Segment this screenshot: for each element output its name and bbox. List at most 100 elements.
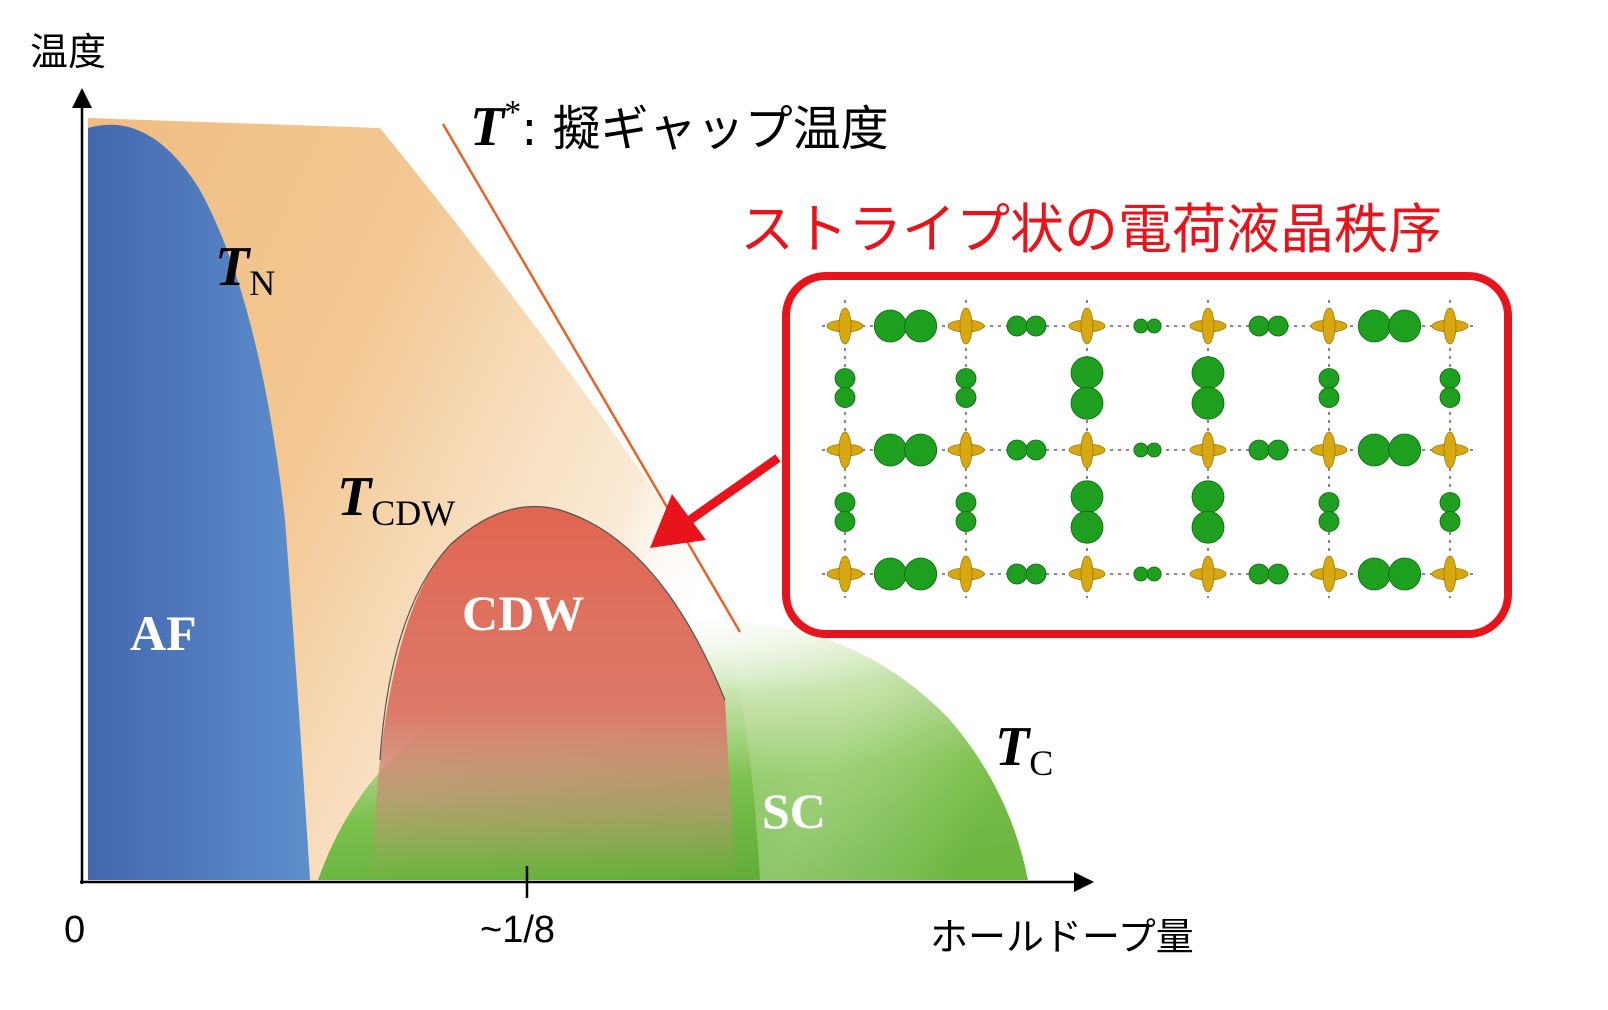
o-p-orbital-lobe bbox=[1357, 309, 1391, 343]
tn-label: TN bbox=[215, 236, 275, 303]
tn-sub: N bbox=[249, 263, 275, 303]
tc-t: T bbox=[995, 716, 1032, 778]
o-p-orbital-lobe bbox=[955, 511, 977, 532]
d-orbital-lobe bbox=[1201, 431, 1215, 469]
o-p-orbital-lobe bbox=[1439, 368, 1461, 389]
o-p-orbital-lobe bbox=[834, 511, 856, 532]
o-p-orbital-lobe bbox=[873, 309, 907, 343]
o-p-orbital-lobe bbox=[1146, 442, 1162, 458]
o-p-orbital-lobe bbox=[1191, 510, 1225, 544]
tcdw-sub: CDW bbox=[371, 493, 455, 533]
x-axis-label: ホールドープ量 bbox=[930, 915, 1194, 959]
o-p-orbital-lobe bbox=[1318, 387, 1340, 408]
cu-d-orbital bbox=[1431, 307, 1469, 345]
cdw-label: CDW bbox=[462, 585, 584, 641]
d-orbital-lobe bbox=[1201, 307, 1215, 345]
o-p-orbital-lobe bbox=[1357, 557, 1391, 591]
o-p-orbital-lobe bbox=[1146, 566, 1162, 582]
o-p-orbital-lobe bbox=[1439, 492, 1461, 513]
o-p-orbital-lobe bbox=[1191, 356, 1225, 390]
cu-d-orbital bbox=[1189, 307, 1227, 345]
pointer-arrow-head bbox=[650, 494, 706, 548]
o-p-orbital-lobe bbox=[1388, 557, 1422, 591]
d-orbital-lobe bbox=[1443, 431, 1457, 469]
o-p-orbital-lobe bbox=[1439, 511, 1461, 532]
o-p-orbital-lobe bbox=[1146, 318, 1162, 334]
d-orbital-lobe bbox=[1080, 431, 1094, 469]
cu-d-orbital bbox=[1068, 307, 1106, 345]
cu-d-orbital bbox=[1068, 431, 1106, 469]
d-orbital-lobe bbox=[959, 431, 973, 469]
cu-d-orbital bbox=[1310, 431, 1348, 469]
o-p-orbital-lobe bbox=[1025, 563, 1047, 585]
pseudogap-line bbox=[441, 123, 742, 633]
tstar-label: T*: 擬ギャップ温度 bbox=[470, 94, 889, 158]
o-p-orbital-lobe bbox=[1267, 439, 1289, 461]
tc-sub: C bbox=[1029, 743, 1053, 783]
cu-d-orbital bbox=[826, 307, 864, 345]
pointer-arrow-line bbox=[687, 454, 781, 524]
o-p-orbital-lobe bbox=[1267, 315, 1289, 337]
tstar-sup: * bbox=[504, 94, 521, 131]
o-p-orbital-lobe bbox=[1070, 480, 1104, 514]
cu-d-orbital bbox=[1189, 555, 1227, 593]
cu-d-orbital bbox=[1431, 555, 1469, 593]
x-tick-zero-label: 0 bbox=[64, 909, 85, 951]
o-p-orbital-lobe bbox=[1318, 511, 1340, 532]
o-p-orbital-lobe bbox=[904, 309, 938, 343]
d-orbital-lobe bbox=[1443, 555, 1457, 593]
cdw-boundary bbox=[379, 505, 726, 761]
tcdw-label: TCDW bbox=[337, 466, 455, 533]
cu-d-orbital bbox=[1189, 431, 1227, 469]
o-p-orbital-lobe bbox=[904, 557, 938, 591]
sc-label: SC bbox=[762, 783, 826, 839]
cu-d-orbital bbox=[1310, 307, 1348, 345]
tc-label: TC bbox=[995, 716, 1053, 783]
x-tick-eighth-label: ~1/8 bbox=[480, 909, 555, 951]
cu-d-orbital bbox=[1068, 555, 1106, 593]
o-p-orbital-lobe bbox=[904, 433, 938, 467]
cdw-region bbox=[372, 506, 735, 880]
cu-d-orbital bbox=[947, 555, 985, 593]
cu-d-orbital bbox=[947, 307, 985, 345]
d-orbital-lobe bbox=[838, 431, 852, 469]
o-p-orbital-lobe bbox=[1318, 368, 1340, 389]
cu-d-orbital bbox=[1310, 555, 1348, 593]
o-p-orbital-lobe bbox=[1248, 439, 1270, 461]
d-orbital-lobe bbox=[1080, 555, 1094, 593]
o-p-orbital-lobe bbox=[1133, 318, 1149, 334]
o-p-orbital-lobe bbox=[834, 387, 856, 408]
o-p-orbital-lobe bbox=[1070, 510, 1104, 544]
o-p-orbital-lobe bbox=[955, 492, 977, 513]
d-orbital-lobe bbox=[838, 555, 852, 593]
o-p-orbital-lobe bbox=[873, 557, 907, 591]
o-p-orbital-lobe bbox=[1133, 566, 1149, 582]
o-p-orbital-lobe bbox=[1388, 309, 1422, 343]
o-p-orbital-lobe bbox=[1025, 315, 1047, 337]
o-p-orbital-lobe bbox=[1267, 563, 1289, 585]
y-axis-label: 温度 bbox=[30, 30, 106, 74]
o-p-orbital-lobe bbox=[1006, 439, 1028, 461]
cu-d-orbital bbox=[826, 555, 864, 593]
o-p-orbital-lobe bbox=[1357, 433, 1391, 467]
cu-d-orbital bbox=[1431, 431, 1469, 469]
o-p-orbital-lobe bbox=[1070, 356, 1104, 390]
o-p-orbital-lobe bbox=[1318, 492, 1340, 513]
d-orbital-lobe bbox=[1322, 307, 1336, 345]
o-p-orbital-lobe bbox=[1388, 433, 1422, 467]
stripe-lattice bbox=[822, 300, 1478, 598]
tn-t: T bbox=[215, 236, 252, 298]
sc-region-right-fade bbox=[720, 620, 1028, 880]
o-p-orbital-lobe bbox=[1191, 386, 1225, 420]
o-p-orbital-lobe bbox=[955, 387, 977, 408]
tstar-t: T bbox=[470, 96, 507, 158]
d-orbital-lobe bbox=[1443, 307, 1457, 345]
o-p-orbital-lobe bbox=[1025, 439, 1047, 461]
o-p-orbital-lobe bbox=[1439, 387, 1461, 408]
inset-title: ストライプ状の電荷液晶秩序 bbox=[740, 198, 1442, 261]
pseudogap-label: : 擬ギャップ温度 bbox=[521, 101, 888, 157]
o-p-orbital-lobe bbox=[1133, 442, 1149, 458]
o-p-orbital-lobe bbox=[834, 492, 856, 513]
